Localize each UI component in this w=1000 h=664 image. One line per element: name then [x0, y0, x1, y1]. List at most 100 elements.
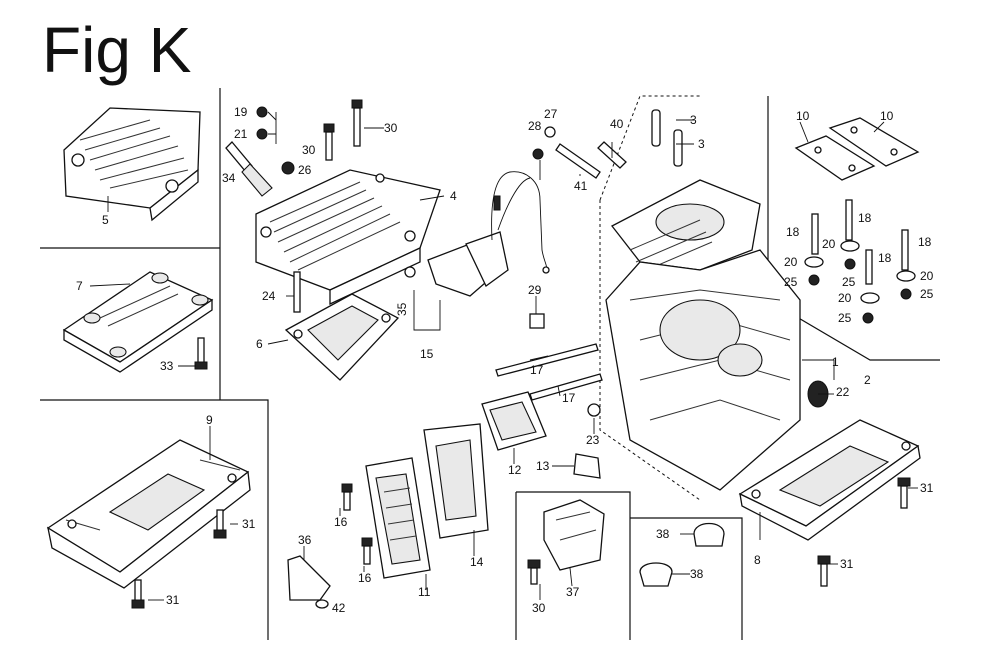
callout-42: 42	[332, 601, 346, 615]
ignition-coil-15	[427, 171, 550, 297]
nut-19	[256, 106, 268, 118]
clip-42	[315, 599, 329, 609]
bolt-16-a	[341, 483, 353, 511]
callout-40: 40	[610, 117, 624, 131]
stud-18-a	[811, 213, 819, 255]
callout-36: 36	[298, 533, 312, 547]
washer-20-a	[804, 256, 824, 268]
callout-labels: 19 21 34 26 30 30 4 5 7 33 24 6 9 31 31 …	[76, 105, 934, 615]
callout-28: 28	[528, 119, 542, 133]
callout-17-a: 17	[530, 363, 544, 377]
callout-3-a: 3	[690, 113, 697, 127]
callout-31-b: 31	[166, 593, 180, 607]
callout-11: 11	[418, 585, 431, 599]
callout-30-a: 30	[302, 143, 316, 157]
bolt-33	[194, 337, 208, 370]
callout-18-b: 18	[858, 211, 872, 225]
cylinder-head-4	[255, 169, 441, 306]
callout-14: 14	[470, 555, 484, 569]
callout-18-c: 18	[878, 251, 892, 265]
bolt-30-c	[527, 559, 541, 585]
screw-35	[404, 266, 416, 278]
plug-38-a	[693, 522, 725, 547]
callout-37: 37	[566, 585, 580, 599]
head-gasket-6	[284, 293, 400, 381]
callout-26: 26	[298, 163, 312, 177]
callout-15: 15	[420, 347, 434, 361]
washer-20-d	[860, 292, 880, 304]
stud-17-a	[495, 343, 599, 377]
callout-1: 1	[832, 355, 839, 369]
callout-31-a: 31	[242, 517, 256, 531]
callout-38-b: 38	[690, 567, 704, 581]
nut-25-d	[862, 312, 874, 324]
nut-27	[544, 126, 556, 138]
callout-18-d: 18	[918, 235, 932, 249]
bolt-30-a	[323, 123, 335, 161]
callout-3-b: 3	[698, 137, 705, 151]
callout-38-a: 38	[656, 527, 670, 541]
stud-17-b	[529, 373, 603, 401]
callout-16-b: 16	[358, 571, 372, 585]
stud-18-c	[865, 249, 873, 285]
callout-20-a: 20	[784, 255, 798, 269]
callout-25-c: 25	[920, 287, 934, 301]
washer-20-c	[896, 270, 916, 282]
nut-23	[587, 403, 601, 417]
bolt-31-c	[897, 477, 911, 509]
spark-plug-34	[225, 141, 273, 197]
callout-31-d: 31	[840, 557, 854, 571]
callout-19: 19	[234, 105, 248, 119]
bolt-16-b	[361, 537, 373, 565]
callout-10-b: 10	[880, 109, 894, 123]
callout-10-a: 10	[796, 109, 810, 123]
callout-20-b: 20	[822, 237, 836, 251]
nut-25-c	[900, 288, 912, 300]
gasket-14	[423, 423, 489, 539]
callout-16-a: 16	[334, 515, 348, 529]
callout-4: 4	[450, 189, 457, 203]
callout-31-c: 31	[920, 481, 934, 495]
sleeve-29	[529, 313, 545, 329]
callout-30-c: 30	[532, 601, 546, 615]
callout-5: 5	[102, 213, 109, 227]
callout-2: 2	[864, 373, 871, 387]
leader-lines	[89, 111, 918, 601]
callout-35: 35	[395, 302, 409, 316]
callout-25-d: 25	[838, 311, 852, 325]
callout-30-b: 30	[384, 121, 398, 135]
callout-9: 9	[206, 413, 213, 427]
callout-18-a: 18	[786, 225, 800, 239]
washer-20-b	[840, 240, 860, 252]
base-frame-9	[46, 439, 251, 589]
plate-10-a	[794, 135, 876, 181]
stud-24	[293, 271, 301, 313]
cylinder-head-cover-5	[63, 107, 201, 222]
figure-title: Fig K	[42, 14, 191, 86]
callout-6: 6	[256, 337, 263, 351]
bolt-30-b	[351, 99, 363, 147]
base-plate-7	[62, 271, 214, 373]
callout-33: 33	[160, 359, 174, 373]
callout-29: 29	[528, 283, 542, 297]
callout-23: 23	[586, 433, 600, 447]
bolt-31-a	[213, 509, 227, 539]
plate-10-b	[828, 117, 920, 167]
callout-20-d: 20	[838, 291, 852, 305]
cylinder-block-1	[605, 179, 801, 491]
shaft-41	[555, 143, 601, 179]
callout-34: 34	[222, 171, 236, 185]
gasket-12	[481, 391, 547, 451]
callout-8: 8	[754, 553, 761, 567]
pipe-36	[287, 555, 331, 601]
callout-7: 7	[76, 279, 83, 293]
stud-18-d	[901, 229, 909, 271]
callout-25-b: 25	[842, 275, 856, 289]
callout-20-c: 20	[920, 269, 934, 283]
nut-26	[281, 161, 295, 175]
washer-21	[256, 128, 268, 140]
stud-18-b	[845, 199, 853, 241]
callout-22: 22	[836, 385, 850, 399]
dowel-pin-3-a	[651, 109, 661, 147]
